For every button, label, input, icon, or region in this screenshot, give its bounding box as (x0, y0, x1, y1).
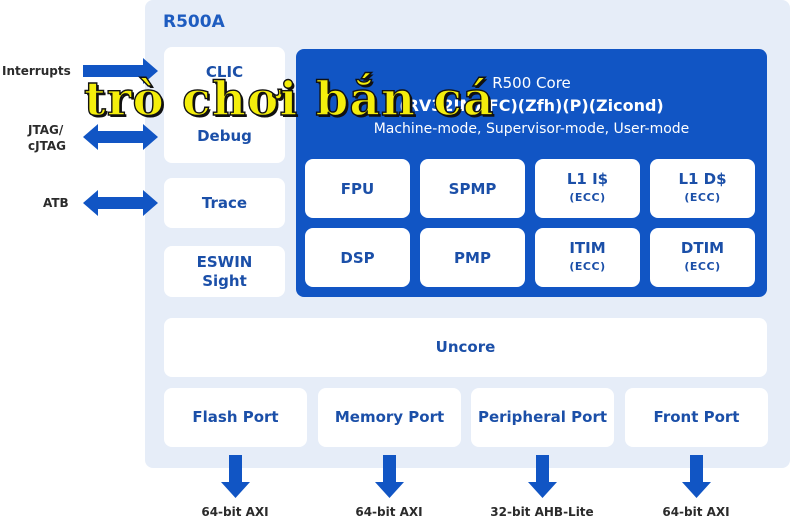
core-isa: (RV32IMAFC)(Zfh)(P)(Zicond) (399, 96, 664, 115)
overlay-text: trò chơi bắn cá (83, 71, 495, 127)
core-unit-label: L1 D$ (678, 170, 727, 188)
core-unit-label: PMP (454, 248, 491, 267)
memory-bus-arrow-icon (375, 455, 404, 498)
eswin-sight-line1: ESWIN (196, 252, 253, 271)
core-unit-dtim: DTIM (ECC) (650, 228, 755, 287)
front-bus-arrow-icon (682, 455, 711, 498)
debug-label: Debug (197, 126, 252, 145)
core-unit-l1-dcache: L1 D$ (ECC) (650, 159, 755, 218)
soc-title: R500A (163, 12, 225, 32)
core-unit-sub: (ECC) (569, 191, 606, 204)
core-unit-label: SPMP (448, 179, 497, 198)
eswin-sight-block: ESWIN Sight (164, 246, 285, 297)
trace-block: Trace (164, 178, 285, 228)
interrupts-arrow-icon (83, 58, 158, 84)
jtag-label: JTAG/ cJTAG (28, 122, 66, 154)
front-bus-label: 64-bit AXI (662, 505, 730, 519)
core-unit-label: ITIM (569, 239, 606, 257)
core-unit-spmp: SPMP (420, 159, 525, 218)
clic-debug-block (164, 47, 285, 163)
core-unit-sub: (ECC) (684, 260, 721, 273)
jtag-label-line2: cJTAG (28, 139, 66, 153)
core-unit-pmp: PMP (420, 228, 525, 287)
core-unit-label: L1 I$ (566, 170, 609, 188)
jtag-arrow-icon (83, 124, 158, 150)
atb-label: ATB (43, 196, 69, 210)
uncore-block: Uncore (164, 318, 767, 377)
core-unit-label: DTIM (680, 239, 725, 257)
clic-label: CLIC (205, 62, 244, 81)
core-unit-dsp: DSP (305, 228, 410, 287)
interrupts-label: Interrupts (2, 64, 71, 78)
eswin-sight-line2: Sight (202, 271, 247, 290)
core-unit-label: FPU (340, 179, 375, 198)
core-title: R500 Core (492, 74, 571, 92)
front-port: Front Port (625, 388, 768, 447)
peripheral-port: Peripheral Port (471, 388, 614, 447)
core-unit-itim: ITIM (ECC) (535, 228, 640, 287)
flash-bus-label: 64-bit AXI (201, 505, 269, 519)
flash-port: Flash Port (164, 388, 307, 447)
core-unit-fpu: FPU (305, 159, 410, 218)
memory-port: Memory Port (318, 388, 461, 447)
flash-bus-arrow-icon (221, 455, 250, 498)
core-unit-sub: (ECC) (569, 260, 606, 273)
jtag-label-line1: JTAG/ (28, 123, 64, 137)
peripheral-bus-arrow-icon (528, 455, 557, 498)
core-unit-sub: (ECC) (684, 191, 721, 204)
core-unit-l1-icache: L1 I$ (ECC) (535, 159, 640, 218)
core-unit-label: DSP (340, 248, 375, 267)
peripheral-bus-label: 32-bit AHB-Lite (490, 505, 594, 519)
core-modes: Machine-mode, Supervisor-mode, User-mode (373, 121, 690, 137)
atb-arrow-icon (83, 190, 158, 216)
memory-bus-label: 64-bit AXI (355, 505, 423, 519)
